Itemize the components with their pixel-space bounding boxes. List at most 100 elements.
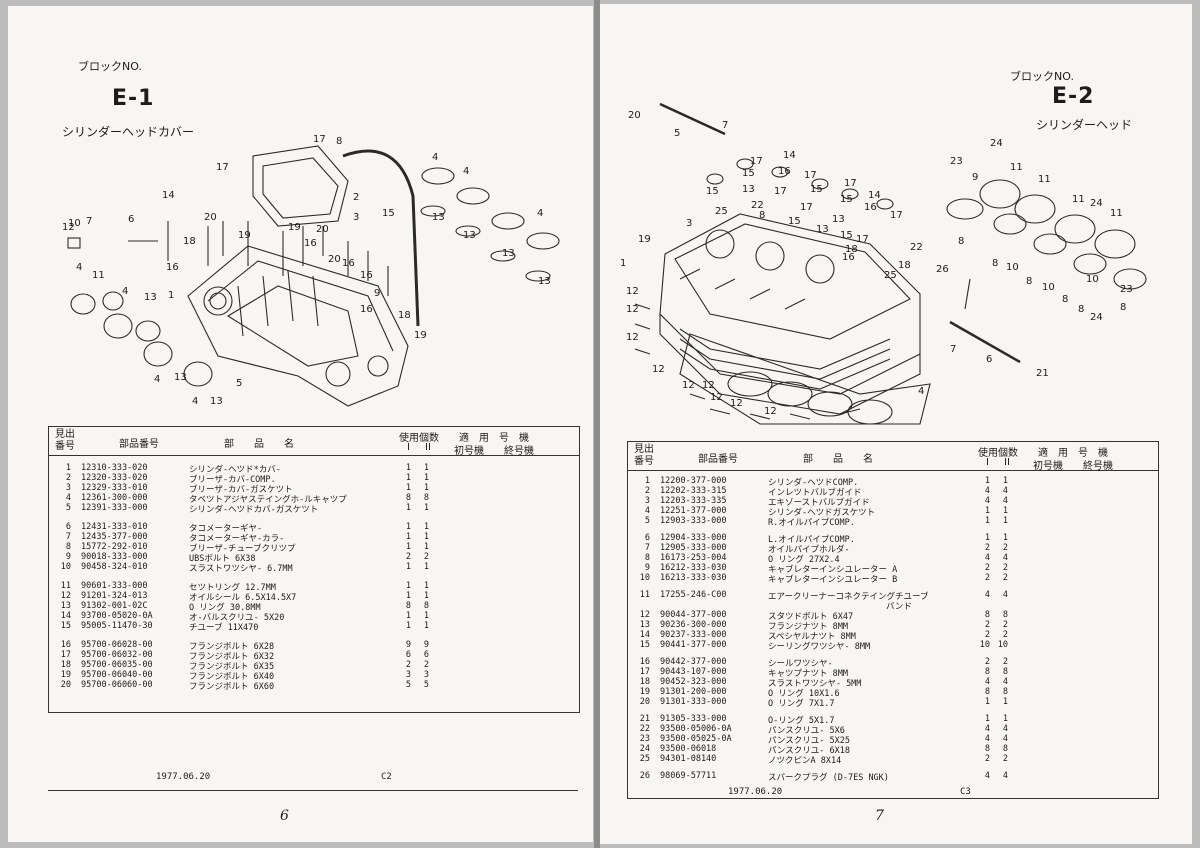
- callout-11: 11: [92, 270, 105, 281]
- callout-1: 1: [620, 258, 627, 269]
- callout-18: 18: [398, 310, 411, 321]
- callout-10: 10: [68, 218, 81, 229]
- callout-2: 2: [353, 192, 360, 203]
- qty-type-1: 1: [405, 591, 411, 601]
- part-number: 15772-292-010: [81, 542, 148, 552]
- callout-12: 12: [764, 406, 777, 417]
- ref-number: 25: [639, 754, 650, 764]
- part-name: L.オイルパイプCOMP.: [768, 535, 855, 545]
- part-name: インレツトバルブガイド: [768, 488, 862, 498]
- section-title: シリンダーヘッド: [1036, 118, 1133, 132]
- callout-10: 10: [1086, 274, 1099, 285]
- ref-number: 4: [644, 506, 650, 516]
- qty-type-1: 1: [405, 542, 411, 552]
- callout-23: 23: [950, 156, 963, 167]
- callout-12: 12: [682, 380, 695, 391]
- header-part-number: 部品番号: [698, 454, 738, 465]
- qty-type-2: 2: [1002, 754, 1008, 764]
- part-name: シリンダ-ヘツドカバ-ガスケツト: [189, 505, 319, 515]
- ref-number: 7: [65, 532, 71, 542]
- header-qty-col-1: I: [407, 442, 410, 453]
- qty-type-1: 4: [984, 677, 990, 687]
- ref-number: 14: [639, 630, 650, 640]
- part-number: 95700-06028-00: [81, 640, 153, 650]
- part-number: 91301-200-000: [660, 687, 727, 697]
- right-page: ブロックNO. E-2 シリンダーヘッド: [600, 4, 1192, 844]
- qty-type-2: 5: [423, 680, 429, 690]
- qty-type-1: 1: [405, 532, 411, 542]
- callout-4: 4: [918, 386, 925, 397]
- part-number: 12202-333-315: [660, 486, 727, 496]
- part-name: シールワツシヤ-: [768, 659, 833, 669]
- qty-type-2: 8: [1002, 667, 1008, 677]
- part-name: ブリーザ-カバ-ガスケツト: [189, 485, 293, 495]
- ref-number: 10: [639, 573, 650, 583]
- part-name: オイルパイプホルダ-: [768, 545, 850, 555]
- callout-9: 9: [972, 172, 979, 183]
- part-name: UBSボルト 6X38: [189, 554, 256, 564]
- callout-25: 25: [715, 206, 728, 217]
- callout-5: 5: [236, 378, 243, 389]
- callout-20: 20: [204, 212, 217, 223]
- callout-24: 24: [1090, 198, 1103, 209]
- callout-20: 20: [628, 110, 641, 121]
- qty-type-2: 1: [423, 483, 429, 493]
- qty-type-2: 2: [1002, 630, 1008, 640]
- qty-type-2: 2: [423, 552, 429, 562]
- callout-8: 8: [1078, 304, 1085, 315]
- qty-type-2: 1: [423, 503, 429, 513]
- callout-11: 11: [1038, 174, 1051, 185]
- ref-number: 17: [60, 650, 71, 660]
- ref-number: 9: [65, 552, 71, 562]
- callout-25: 25: [884, 270, 897, 281]
- qty-type-2: 2: [1002, 657, 1008, 667]
- callout-12: 12: [626, 286, 639, 297]
- part-number: 17255-246-C00: [660, 590, 727, 600]
- part-name: シリンダ-ヘツドガスケツト: [768, 508, 876, 518]
- qty-type-1: 2: [984, 620, 990, 630]
- page-number: 6: [280, 808, 289, 824]
- qty-type-2: 1: [423, 542, 429, 552]
- ref-number: 16: [60, 640, 71, 650]
- ref-number: 5: [644, 516, 650, 526]
- callout-4: 4: [154, 374, 161, 385]
- part-number: 12904-333-000: [660, 533, 727, 543]
- callout-12: 12: [702, 380, 715, 391]
- ref-number: 20: [639, 697, 650, 707]
- part-number: 16212-333-030: [660, 563, 727, 573]
- part-name: エキゾーストバルブガイド: [768, 498, 870, 508]
- ref-number: 3: [644, 496, 650, 506]
- book-gutter: [594, 0, 600, 848]
- qty-type-1: 1: [984, 516, 990, 526]
- header-last-unit: 終号機: [504, 446, 534, 457]
- ref-number: 17: [639, 667, 650, 677]
- callout-16: 16: [360, 304, 373, 315]
- qty-type-1: 2: [405, 552, 411, 562]
- qty-type-2: 1: [423, 581, 429, 591]
- qty-type-2: 3: [423, 670, 429, 680]
- callout-8: 8: [759, 210, 766, 221]
- callout-10: 10: [1042, 282, 1055, 293]
- block-id: E-1: [112, 86, 155, 111]
- part-number: 98069-57711: [660, 771, 717, 781]
- qty-type-1: 1: [405, 611, 411, 621]
- part-name: フランジボルト 6X40: [189, 672, 275, 682]
- header-quantity: 使用個数: [978, 448, 1018, 459]
- part-number: 16213-333-030: [660, 573, 727, 583]
- callout-21: 21: [1036, 368, 1049, 379]
- ref-number: 4: [65, 493, 71, 503]
- qty-type-2: 4: [1002, 496, 1008, 506]
- part-number: 12431-333-010: [81, 522, 148, 532]
